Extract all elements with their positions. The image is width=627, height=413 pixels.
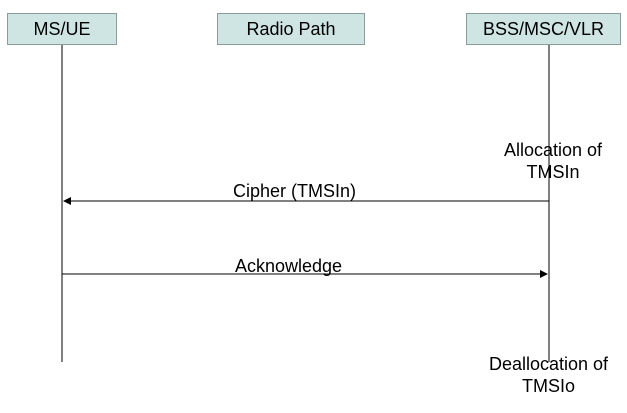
deallocation-note: Deallocation of TMSIo: [470, 353, 627, 397]
entity-ms-ue: MS/UE: [7, 13, 117, 45]
acknowledge-message-label: Acknowledge: [235, 256, 343, 276]
entity-bss-msc-vlr: BSS/MSC/VLR: [466, 13, 621, 45]
entity-radio-path: Radio Path: [217, 13, 365, 45]
deallocation-note-line1: Deallocation of: [488, 354, 609, 374]
deallocation-note-line2: TMSIo: [521, 376, 575, 396]
allocation-note-line2: TMSIn: [526, 162, 580, 182]
cipher-message-label: Cipher (TMSIn): [233, 181, 357, 201]
allocation-note: Allocation of TMSIn: [478, 139, 627, 183]
allocation-note-line1: Allocation of: [503, 140, 603, 160]
